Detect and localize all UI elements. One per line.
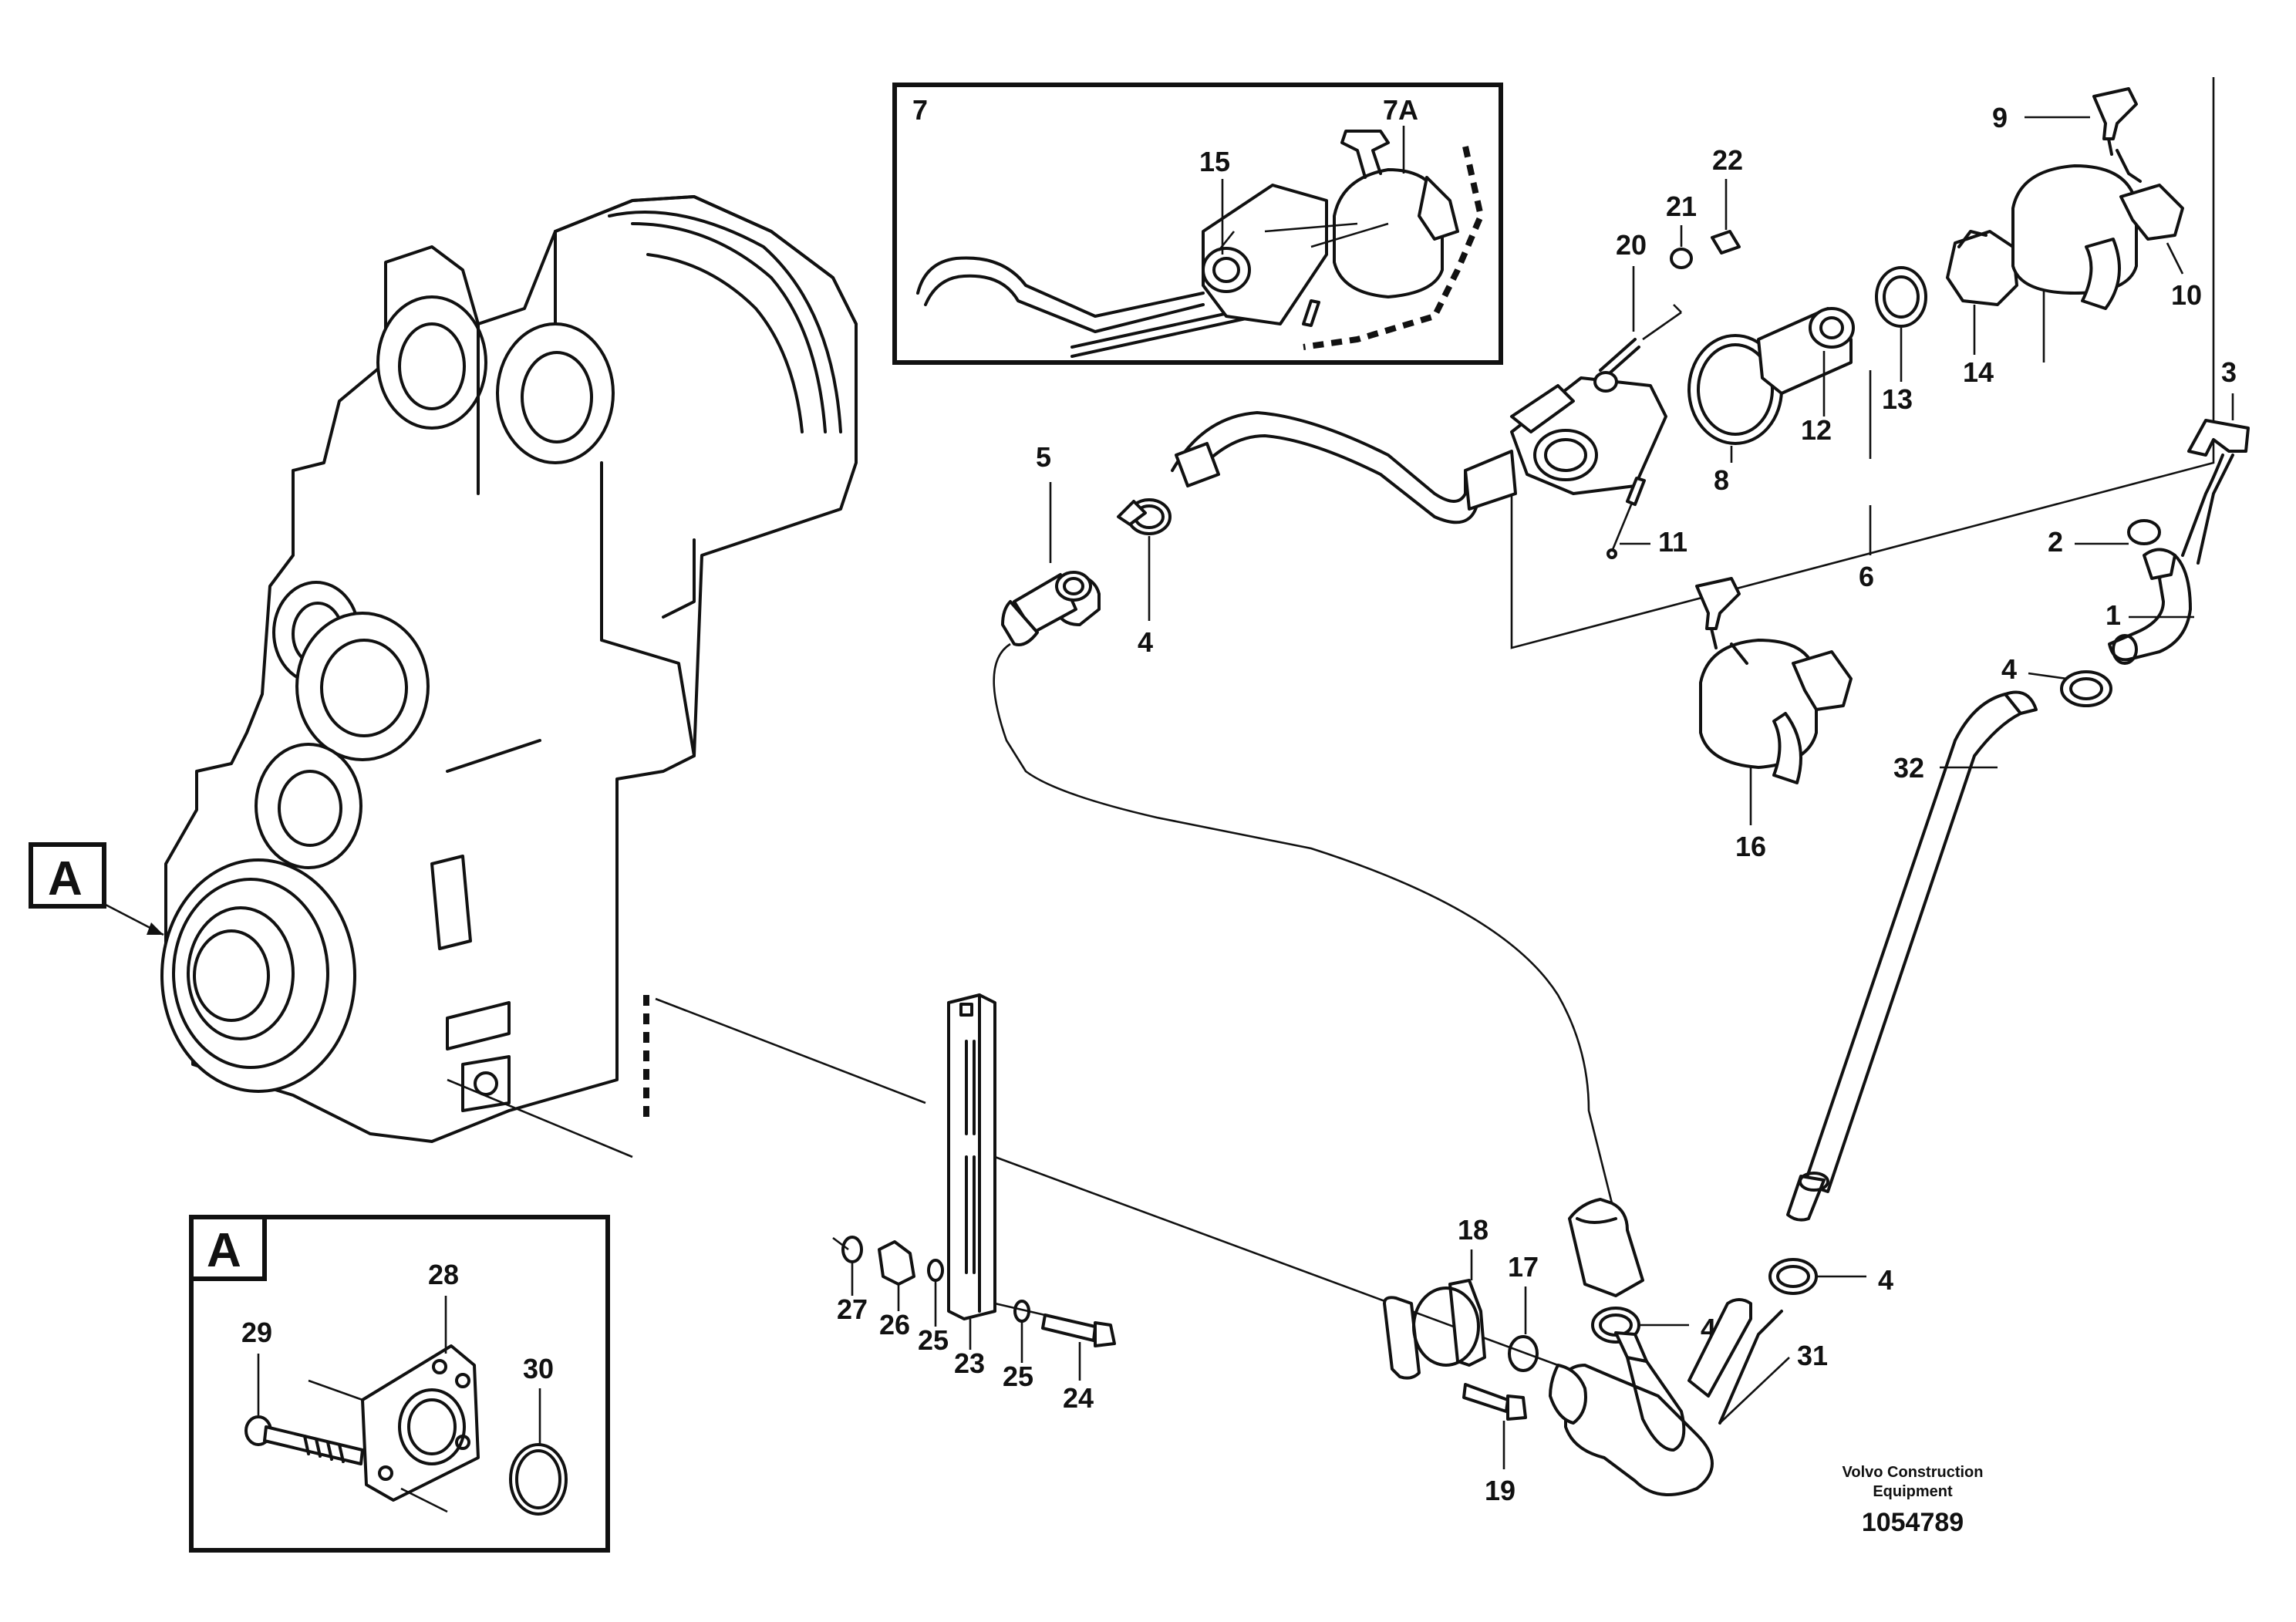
callout-27: 27 [837, 1293, 868, 1325]
callout-4a: 4 [1138, 626, 1153, 658]
hose-assembly: 5 4 4 31 4 32 [993, 356, 2250, 1496]
callout-18: 18 [1458, 1214, 1489, 1246]
callout-11: 11 [1658, 526, 1687, 558]
callout-20: 20 [1616, 229, 1647, 261]
callout-8: 8 [1714, 464, 1729, 496]
transmission-housing [160, 195, 858, 1143]
callout-32: 32 [1893, 752, 1924, 784]
callout-7: 7 [912, 94, 928, 126]
callout-25b: 25 [1003, 1361, 1033, 1392]
title-block: Volvo Construction Equipment 1054789 [1843, 1464, 1984, 1537]
filler-assembly: 6 20 21 22 11 8 [1171, 77, 2215, 862]
reference-a-box [29, 842, 106, 909]
callout-19: 19 [1485, 1475, 1515, 1506]
reference-a-label: A [48, 852, 83, 905]
callout-4c: 4 [1878, 1264, 1893, 1296]
callout-13: 13 [1882, 383, 1913, 415]
callout-1: 1 [2106, 599, 2121, 631]
brand-line-2: Equipment [1873, 1483, 1953, 1500]
callout-14: 14 [1963, 356, 1994, 388]
callout-28: 28 [428, 1259, 459, 1290]
callout-3: 3 [2221, 356, 2237, 388]
brand-line-1: Volvo Construction [1843, 1464, 1984, 1481]
callout-2: 2 [2048, 526, 2063, 558]
sight-gauge-assembly: 23 27 26 25 25 24 [832, 993, 1559, 1414]
callout-15: 15 [1199, 146, 1230, 177]
callout-10: 10 [2171, 279, 2202, 311]
callout-26: 26 [879, 1309, 910, 1340]
detail-a-label: A [207, 1224, 241, 1277]
callout-17: 17 [1508, 1251, 1539, 1283]
callout-5: 5 [1036, 441, 1051, 473]
callout-7a: 7A [1383, 94, 1418, 126]
callout-30: 30 [523, 1353, 554, 1384]
callout-4d: 4 [2001, 653, 2017, 685]
callout-9: 9 [1992, 102, 2008, 133]
callout-25a: 25 [918, 1324, 949, 1356]
pipe-clamp-assembly: 18 17 19 [1383, 1214, 1539, 1506]
callout-29: 29 [241, 1317, 272, 1348]
callout-12: 12 [1801, 414, 1832, 446]
callout-16: 16 [1735, 831, 1766, 862]
callout-22: 22 [1712, 144, 1743, 176]
callout-6: 6 [1859, 561, 1874, 592]
reference-a-marker: A [29, 842, 164, 936]
callout-21: 21 [1666, 191, 1697, 222]
detail-box-a: A 28 29 30 [189, 1215, 610, 1553]
document-number: 1054789 [1862, 1508, 1964, 1537]
callout-24: 24 [1063, 1382, 1094, 1414]
detail-box-7: 7 7A 15 [892, 83, 1503, 365]
callout-23: 23 [954, 1347, 985, 1379]
callout-31: 31 [1797, 1340, 1828, 1371]
